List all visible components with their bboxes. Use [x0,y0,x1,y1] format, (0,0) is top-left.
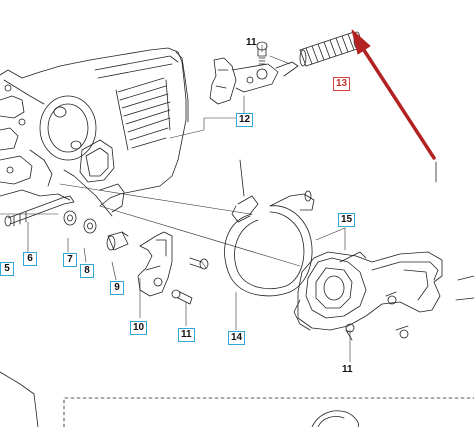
crankcase-housing [0,47,189,217]
callout-11-mid: 11 [178,328,195,342]
callout-7: 7 [63,253,77,267]
callout-8: 8 [80,264,94,278]
leader-lines [0,44,351,363]
callout-10: 10 [130,321,148,335]
bushing [106,231,129,251]
lower-section [0,371,474,427]
throttle-lever [209,57,299,105]
callout-11-bottom: 11 [342,364,353,375]
brake-band [224,159,315,297]
screw-mid [171,257,209,305]
long-bolt [4,195,75,227]
highlight-arrow [351,29,436,160]
callout-13: 13 [333,77,351,91]
compression-spring [299,31,361,67]
callout-5: 5 [0,262,14,276]
callout-14: 14 [228,331,246,345]
washers [63,210,97,234]
chain-brake-cover [293,251,443,341]
right-edge-part [435,161,474,301]
callout-15: 15 [338,213,356,227]
chain-catcher-bracket [137,231,173,297]
screw-top [256,41,268,65]
callout-12: 12 [236,113,254,127]
callout-11-top: 11 [246,37,257,48]
callout-9: 9 [110,281,124,295]
callout-6: 6 [23,252,37,266]
